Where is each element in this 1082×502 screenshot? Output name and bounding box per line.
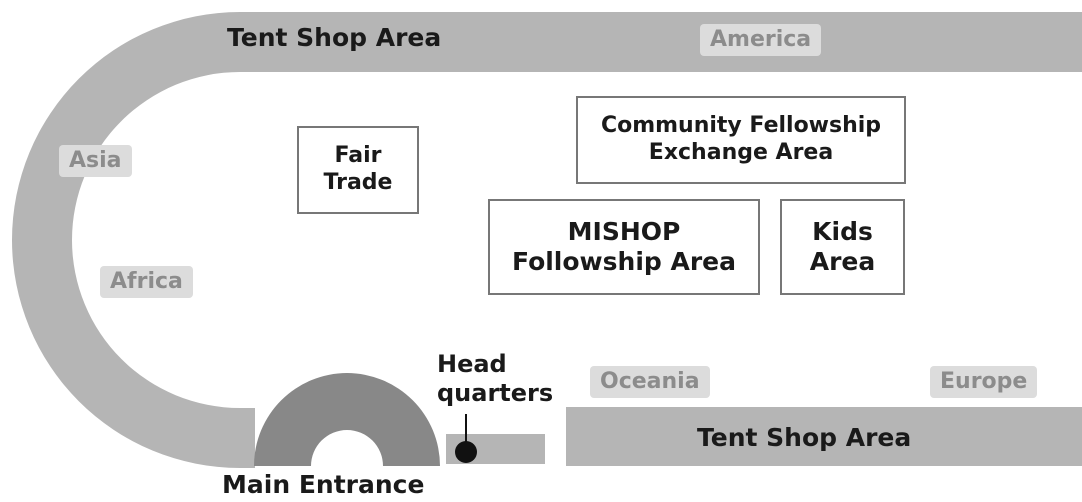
region-tag-asia: Asia: [59, 145, 132, 177]
region-tag-europe: Europe: [930, 366, 1038, 398]
kids-area: Kids Area: [780, 199, 905, 295]
headquarters-marker: [455, 441, 477, 463]
fair-trade-line-2: Trade: [323, 170, 393, 195]
kids-line-2: Area: [809, 247, 876, 276]
main-entrance-arch: [254, 373, 440, 466]
kids-line-1: Kids: [812, 216, 873, 246]
tent-shop-area-bottom-label: Tent Shop Area: [697, 423, 912, 452]
community-line-1: Community Fellowship: [600, 113, 882, 139]
region-tag-africa: Africa: [100, 266, 193, 298]
mishop-line-2: Followship Area: [512, 247, 736, 276]
region-tag-america: America: [700, 24, 822, 56]
fair-trade-line-1: Fair: [334, 143, 382, 169]
mishop-line-1: MISHOP: [567, 216, 681, 246]
tent-shop-area-top-label: Tent Shop Area: [227, 23, 442, 52]
fair-trade-area: Fair Trade: [297, 126, 419, 214]
community-line-2: Exchange Area: [648, 140, 834, 165]
tent-shop-track: [12, 12, 1082, 468]
headquarters-line-2: quarters: [437, 379, 554, 407]
region-tag-oceania: Oceania: [590, 366, 710, 398]
headquarters-label: Head quarters: [437, 350, 553, 408]
community-fellowship-exchange-area: Community Fellowship Exchange Area: [576, 96, 906, 184]
tent-shop-area-bottom-block: [566, 407, 1082, 466]
main-entrance-label: Main Entrance: [222, 470, 425, 499]
headquarters-line-1: Head: [437, 350, 507, 378]
mishop-followship-area: MISHOP Followship Area: [488, 199, 760, 295]
